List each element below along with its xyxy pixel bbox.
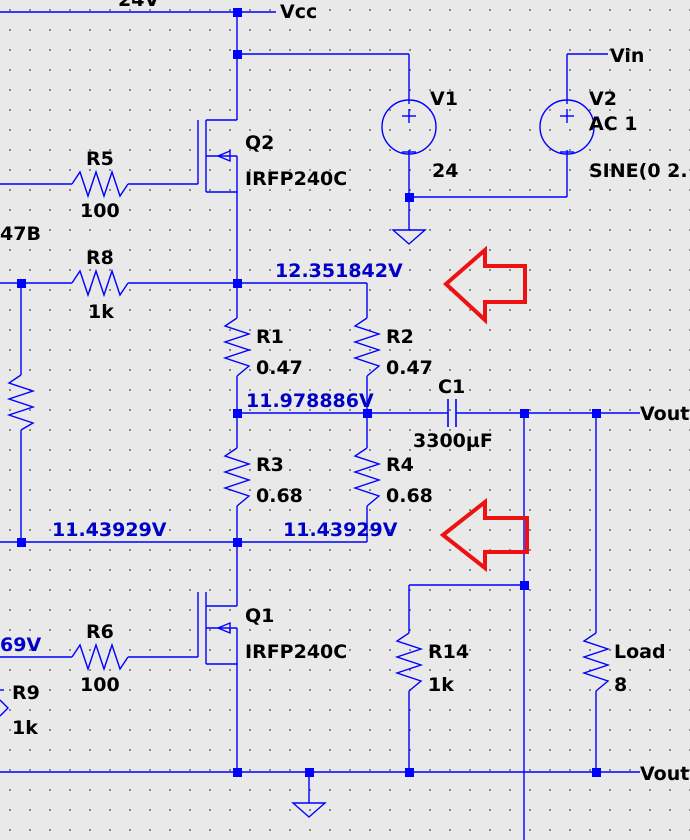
resistor-r8: [71, 268, 129, 298]
mosfet-q1: [197, 592, 238, 665]
left-arrow-icon: [439, 497, 529, 573]
r6-value: 100: [80, 674, 120, 696]
vcc-label: Vcc: [280, 1, 317, 23]
r14-name: R14: [428, 641, 469, 663]
r9-name: R9: [12, 682, 40, 704]
resistor-r3: [222, 447, 252, 507]
voltage-node-low-left: 11.43929V: [52, 519, 167, 541]
voltage-node-mid: 11.978886V: [246, 390, 374, 412]
r3-value: 0.68: [256, 485, 303, 507]
resistor-r9: [0, 699, 9, 717]
resistor-r5: [71, 169, 129, 199]
ground-icon: [391, 229, 427, 245]
mosfet-q2: [197, 119, 238, 193]
r4-value: 0.68: [386, 485, 433, 507]
wires: [0, 11, 640, 840]
r3-name: R3: [256, 454, 284, 476]
r14-value: 1k: [428, 674, 454, 696]
v1-name: V1: [430, 88, 458, 110]
r5-name: R5: [86, 148, 114, 170]
v1-value: 24: [432, 160, 458, 182]
r2-value: 0.47: [386, 357, 433, 379]
vout-minus-label: Vout-: [640, 403, 690, 425]
vin-label: Vin: [610, 45, 644, 67]
q2-value: IRFP240C: [245, 168, 347, 190]
voltage-source-v2: [539, 99, 595, 155]
voltage-node-r1-top: 12.351842V: [275, 260, 403, 282]
ground-icon: [291, 802, 327, 818]
voltage-source-v1: [381, 99, 437, 155]
capacitor-c1: [444, 399, 460, 427]
load-name: Load: [614, 641, 666, 663]
partial-left-label: 47B: [0, 223, 41, 245]
r4-name: R4: [386, 454, 414, 476]
junctions: [17, 8, 601, 777]
r9-value: 1k: [12, 717, 38, 739]
vout-plus-label: Vout+: [640, 763, 690, 785]
v2-sine: SINE(0 2.: [589, 160, 688, 182]
resistor-r6: [71, 642, 129, 672]
top-voltage-label: 24V: [118, 0, 159, 11]
resistor-r14: [394, 632, 424, 692]
voltage-node-left-partial: 69V: [0, 634, 41, 656]
r5-value: 100: [80, 200, 120, 222]
c1-value: 3300µF: [413, 430, 493, 452]
c1-name: C1: [438, 376, 465, 398]
voltage-node-low-right: 11.43929V: [283, 519, 398, 541]
resistor-r1: [222, 317, 252, 377]
v2-name: V2: [589, 88, 617, 110]
left-arrow-icon: [443, 245, 527, 325]
v2-value: AC 1: [589, 113, 637, 135]
resistor-r2: [352, 317, 382, 377]
resistor-left: [6, 374, 36, 431]
r1-name: R1: [256, 326, 284, 348]
r8-value: 1k: [88, 301, 114, 323]
resistor-load: [581, 632, 611, 692]
r1-value: 0.47: [256, 357, 303, 379]
r8-name: R8: [86, 247, 114, 269]
r6-name: R6: [86, 621, 114, 643]
q1-value: IRFP240C: [245, 641, 347, 663]
q2-name: Q2: [245, 132, 274, 154]
load-value: 8: [614, 674, 627, 696]
r2-name: R2: [386, 326, 414, 348]
q1-name: Q1: [245, 605, 274, 627]
resistor-r4: [352, 447, 382, 507]
